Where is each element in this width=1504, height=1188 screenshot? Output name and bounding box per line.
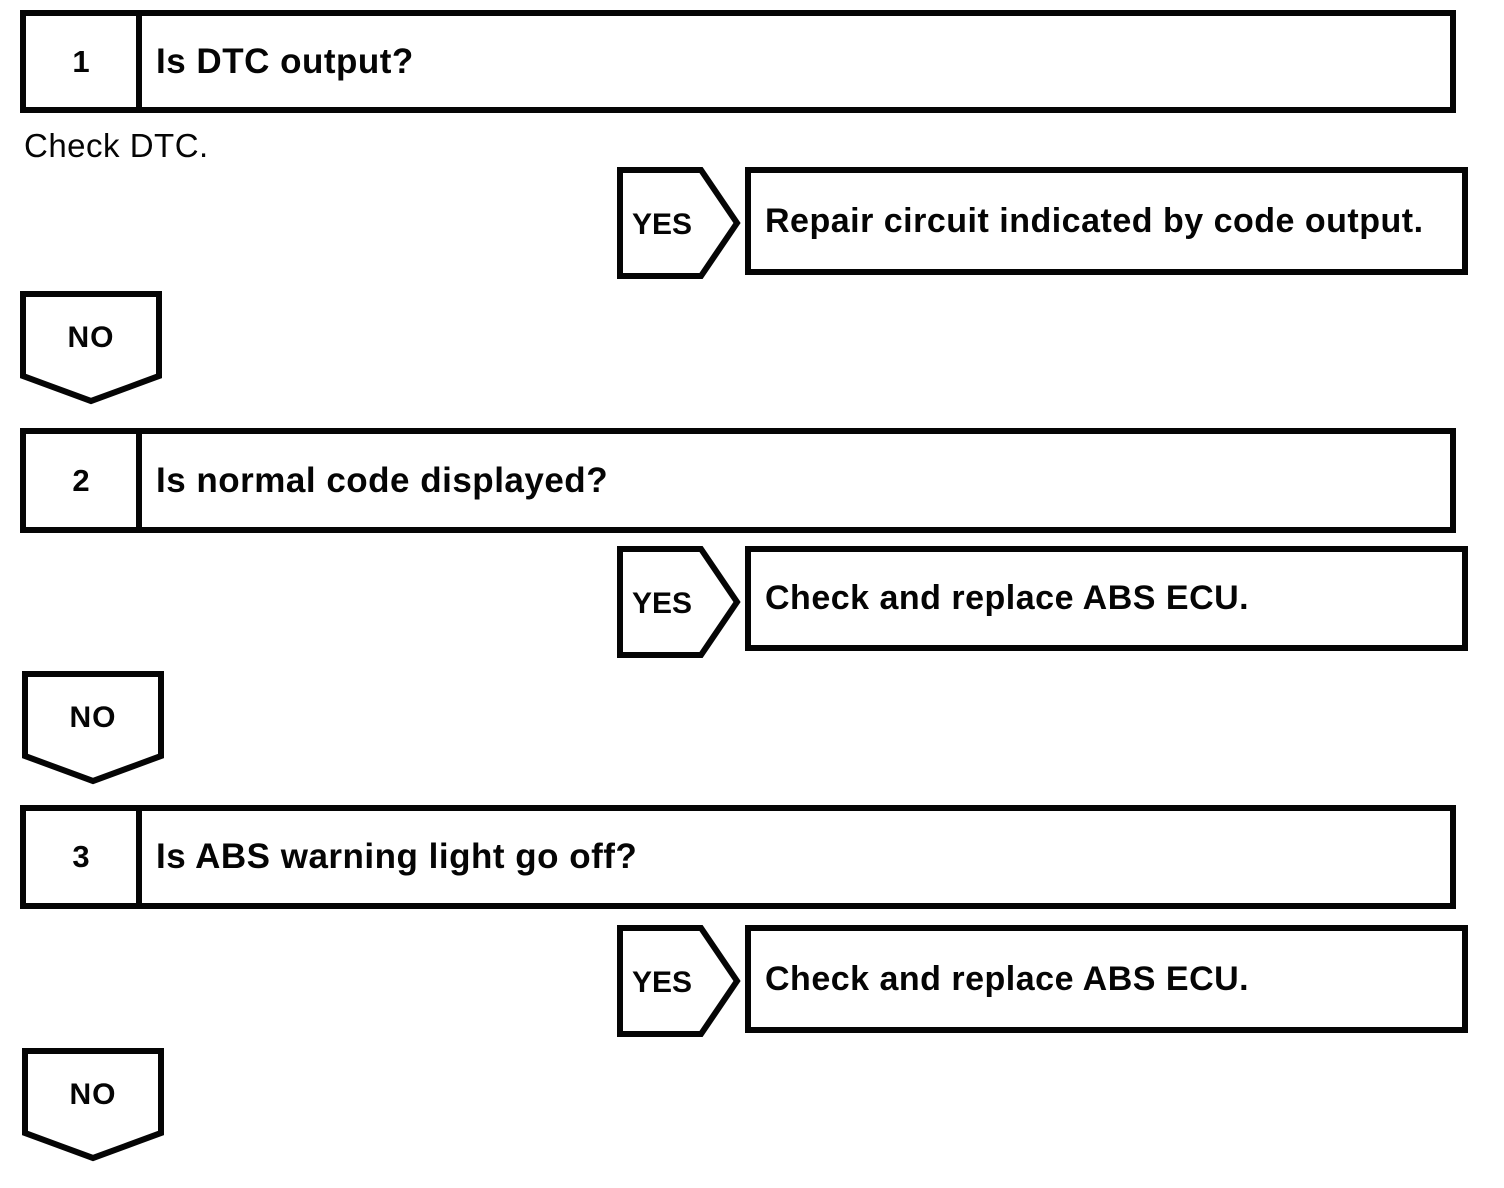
step-1-question-box: 1 Is DTC output? <box>20 10 1456 113</box>
step-1-question-label: Is DTC output? <box>156 41 414 81</box>
step-2-result-box: Check and replace ABS ECU. <box>745 546 1468 651</box>
step-2-question-box: 2 Is normal code displayed? <box>20 428 1456 533</box>
step-2-number: 2 <box>26 434 142 527</box>
step-3-no-label: NO <box>70 1078 117 1111</box>
no-pointer-shape <box>22 1048 164 1162</box>
yes-arrow-shape <box>617 925 741 1037</box>
step-2-no-pointer: NO <box>22 671 164 785</box>
step-1-result-label: Repair circuit indicated by code output. <box>765 201 1424 240</box>
step-1-yes-arrow: YES <box>617 167 741 279</box>
step-1-instruction: Check DTC. <box>24 127 209 164</box>
step-2-question-label: Is normal code displayed? <box>156 460 609 500</box>
yes-arrow-shape <box>617 167 741 279</box>
step-2-no-label: NO <box>70 701 117 734</box>
no-pointer-shape <box>20 291 162 405</box>
step-1-no-pointer: NO <box>20 291 162 405</box>
step-1-number: 1 <box>26 16 142 107</box>
step-2-yes-label: YES <box>632 587 692 620</box>
step-3-result-label: Check and replace ABS ECU. <box>765 959 1250 998</box>
step-1-yes-label: YES <box>632 208 692 241</box>
step-3-question-box: 3 Is ABS warning light go off? <box>20 805 1456 909</box>
step-2-result-label: Check and replace ABS ECU. <box>765 579 1250 617</box>
step-1-result-box: Repair circuit indicated by code output. <box>745 167 1468 275</box>
no-pointer-shape <box>22 671 164 785</box>
step-3-number: 3 <box>26 811 142 903</box>
step-3-yes-arrow: YES <box>617 925 741 1037</box>
step-3-result-box: Check and replace ABS ECU. <box>745 925 1468 1033</box>
step-3-yes-label: YES <box>632 966 692 999</box>
step-1-no-label: NO <box>68 321 115 354</box>
step-3-no-pointer: NO <box>22 1048 164 1162</box>
step-3-question-label: Is ABS warning light go off? <box>156 837 638 876</box>
step-2-yes-arrow: YES <box>617 546 741 658</box>
yes-arrow-shape <box>617 546 741 658</box>
